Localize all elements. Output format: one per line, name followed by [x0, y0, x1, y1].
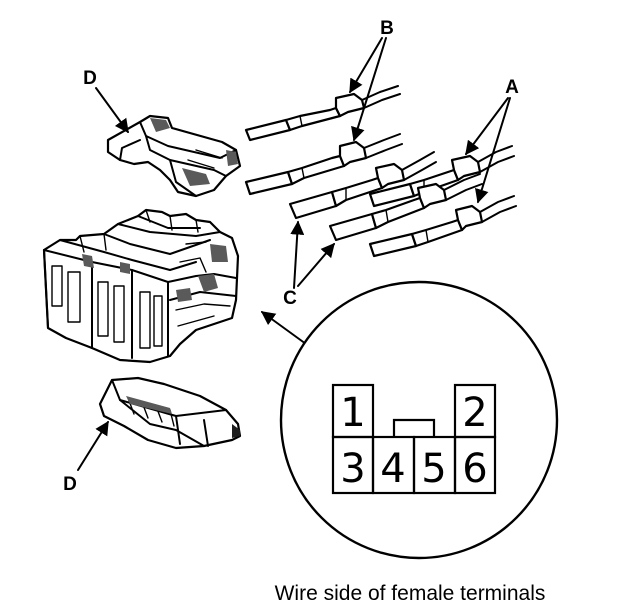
- callout-label-b: B: [380, 18, 394, 39]
- terminal-c1: [288, 151, 437, 220]
- pinout-detail: 1 2 3 4 5 6: [279, 280, 559, 560]
- terminal-a2: [368, 195, 517, 258]
- arrow-d-top: [95, 87, 129, 134]
- pin-number-2: 2: [462, 390, 487, 436]
- pin-number-1: 1: [340, 390, 365, 436]
- callout-label-a: A: [505, 77, 519, 98]
- callout-label-d-top: D: [83, 68, 97, 89]
- arrow-detail: [260, 311, 307, 345]
- arrow-d-bottom: [77, 420, 109, 471]
- connector-housing: [42, 208, 240, 364]
- arrow-a-2: [475, 97, 511, 204]
- arrow-c-1: [290, 220, 305, 289]
- pin-cell-6: [453, 435, 497, 495]
- terminal-b1: [244, 85, 401, 142]
- retainer-top: [106, 114, 242, 198]
- arrow-c-2: [297, 242, 335, 287]
- key-notch: [392, 418, 436, 437]
- terminal-c2: [328, 173, 483, 242]
- caption: Wire side of female terminals: [275, 582, 546, 605]
- callout-label-d-bottom: D: [63, 474, 77, 495]
- arrow-b-2: [351, 37, 387, 142]
- pin-number-5: 5: [421, 446, 446, 492]
- arrow-a-1: [465, 97, 509, 156]
- callout-arrows: [77, 37, 511, 471]
- pin-number-6: 6: [462, 446, 487, 492]
- callout-label-c: C: [283, 288, 297, 309]
- arrow-b-1: [349, 37, 383, 94]
- terminal-b2: [244, 133, 403, 196]
- retainer-bottom: [98, 376, 242, 450]
- pin-number-3: 3: [340, 446, 365, 492]
- pin-number-4: 4: [380, 446, 405, 492]
